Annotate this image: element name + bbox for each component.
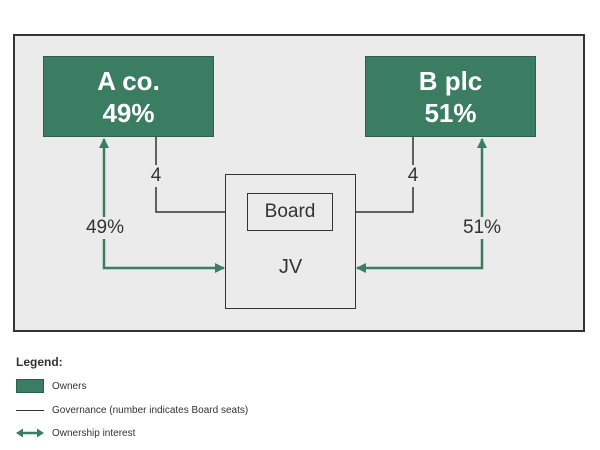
governance-seats-a: 4 bbox=[146, 165, 166, 187]
board-label: Board bbox=[264, 201, 316, 222]
double-arrow-icon bbox=[16, 428, 44, 438]
legend-governance-label: Governance (number indicates Board seats… bbox=[52, 404, 249, 416]
owner-b-name: B plc bbox=[418, 65, 483, 96]
ownership-pct-b: 51% bbox=[458, 217, 506, 239]
owner-b-share: 51% bbox=[424, 97, 477, 128]
owner-swatch-icon bbox=[16, 379, 44, 393]
owner-a-share: 49% bbox=[102, 97, 155, 128]
jv-label: JV bbox=[278, 256, 303, 278]
governance-seats-b: 4 bbox=[403, 165, 423, 187]
ownership-line-b bbox=[356, 138, 487, 273]
legend-item-governance: Governance (number indicates Board seats… bbox=[16, 402, 248, 418]
legend-ownership-label: Ownership interest bbox=[52, 427, 136, 439]
owner-box-a: A co. 49% bbox=[43, 56, 214, 137]
board-box: Board bbox=[247, 193, 333, 231]
owner-a-name: A co. bbox=[97, 65, 160, 96]
legend-title: Legend: bbox=[16, 355, 63, 369]
ownership-pct-a: 49% bbox=[82, 217, 128, 239]
legend-owners-label: Owners bbox=[52, 380, 87, 392]
legend-item-owners: Owners bbox=[16, 378, 86, 394]
governance-line-icon bbox=[16, 409, 44, 411]
ownership-line-a bbox=[99, 138, 225, 273]
owner-box-b: B plc 51% bbox=[365, 56, 536, 137]
legend-item-ownership: Ownership interest bbox=[16, 425, 135, 441]
